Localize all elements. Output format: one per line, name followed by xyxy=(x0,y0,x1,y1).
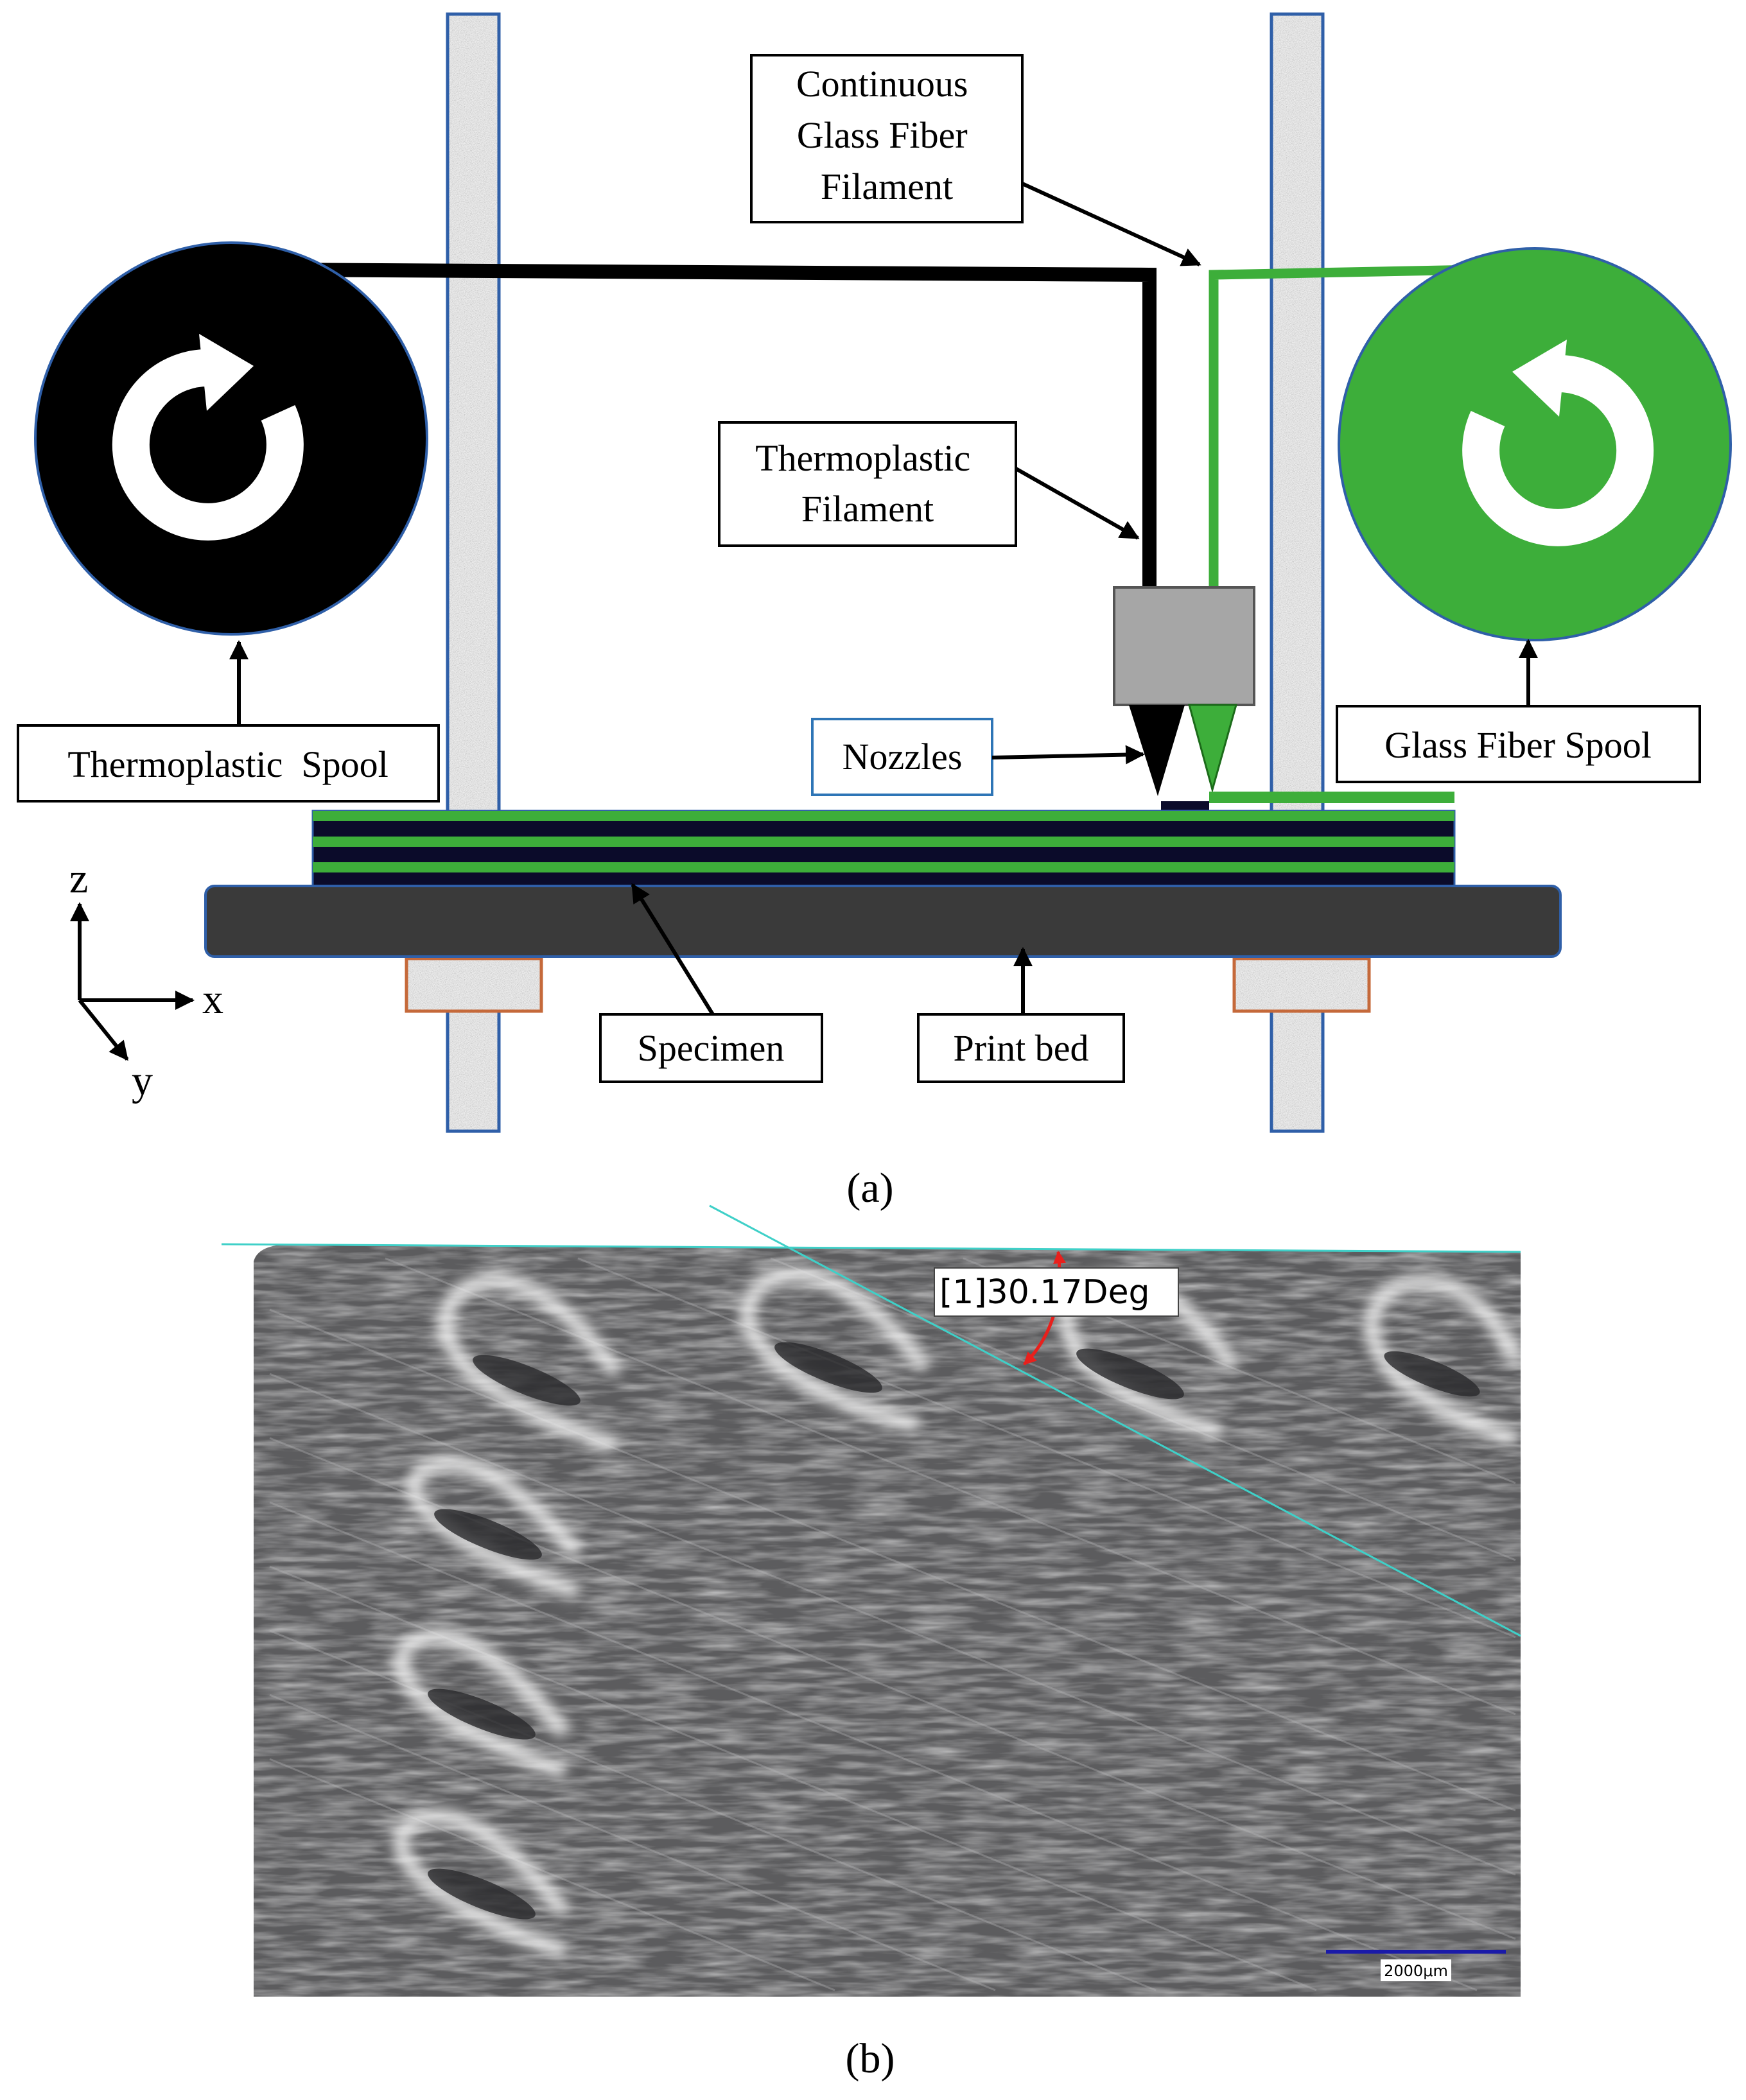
glass-fiber-nozzle xyxy=(1188,704,1237,794)
arrow-continuous-glass-fiber xyxy=(1021,182,1201,266)
angle-measurement-text: [1]30.17Deg xyxy=(939,1273,1150,1312)
label-glass-fiber-spool: Glass Fiber Spool xyxy=(1336,705,1701,783)
arrow-thermoplastic-filament xyxy=(1015,467,1140,540)
glass-fiber-filament-path xyxy=(1209,265,1478,594)
thermoplastic-spool xyxy=(34,241,428,636)
label-cgf-line2: Glass Fiber xyxy=(797,114,968,156)
x-axis-label: x xyxy=(202,976,223,1023)
label-cgf-line3: Filament xyxy=(821,166,953,207)
panel-b-micrograph: [1]30.17Deg 2000μm (b) xyxy=(221,1204,1521,2082)
clockwise-arrow-icon xyxy=(112,334,304,541)
thermoplastic-nozzle xyxy=(1129,705,1185,796)
caption-a: (a) xyxy=(846,1165,893,1211)
label-cgf-line1: Continuous xyxy=(796,63,968,105)
label-thermoplastic-spool: Thermoplastic Spool xyxy=(17,724,440,803)
label-tf-line2: Filament xyxy=(801,488,934,530)
label-nozzles-text: Nozzles xyxy=(842,736,963,777)
specimen-stack xyxy=(311,810,1456,888)
caption-b: (b) xyxy=(846,2035,895,2082)
axes-triad: z x y xyxy=(69,855,223,1104)
label-nozzles: Nozzles xyxy=(811,718,993,796)
counterclockwise-arrow-icon xyxy=(1462,340,1654,546)
y-axis-arrow xyxy=(78,999,129,1061)
label-tf-line1: Thermoplastic xyxy=(755,437,970,479)
label-print-bed-text: Print bed xyxy=(953,1027,1088,1069)
arrow-nozzles xyxy=(991,745,1145,765)
angle-measurement-label: [1]30.17Deg xyxy=(934,1267,1179,1317)
bed-bracket-left xyxy=(405,957,543,1013)
label-glass-fiber-spool-text: Glass Fiber Spool xyxy=(1384,724,1652,766)
y-axis-label: y xyxy=(132,1057,153,1104)
micrograph-image xyxy=(254,1245,1521,1997)
angled-reference-line xyxy=(709,1204,1521,1637)
z-axis-label: z xyxy=(69,855,88,902)
thermoplastic-filament-path xyxy=(269,263,1157,592)
label-specimen-text: Specimen xyxy=(638,1027,785,1069)
horizontal-reference-line xyxy=(221,1243,1521,1253)
arrow-specimen xyxy=(631,883,715,1016)
panel-a-schematic: Continuous Glass Fiber Filament Thermopl… xyxy=(17,12,1732,1211)
print-bed xyxy=(204,885,1562,958)
scale-bar-label: 2000μm xyxy=(1384,1962,1448,1980)
label-thermoplastic-spool-text: Thermoplastic Spool xyxy=(67,743,388,785)
glass-fiber-spool xyxy=(1338,247,1732,641)
scale-bar: 2000μm xyxy=(1326,1950,1506,1981)
print-head-block xyxy=(1113,586,1255,706)
deposited-fiber-bead xyxy=(1209,792,1454,803)
bed-bracket-right xyxy=(1232,957,1371,1013)
svg-text:Continuous Glass Fiber: Continuous Glass Fiber Filament xyxy=(796,63,977,207)
label-print-bed: Print bed xyxy=(917,1013,1125,1083)
label-continuous-glass-fiber: Continuous Glass Fiber Filament xyxy=(750,54,1024,223)
label-specimen: Specimen xyxy=(599,1013,823,1083)
label-thermoplastic-filament: Thermoplastic Filament xyxy=(718,421,1017,547)
svg-text:Thermoplastic Filament: Thermoplastic Filament xyxy=(755,437,980,530)
